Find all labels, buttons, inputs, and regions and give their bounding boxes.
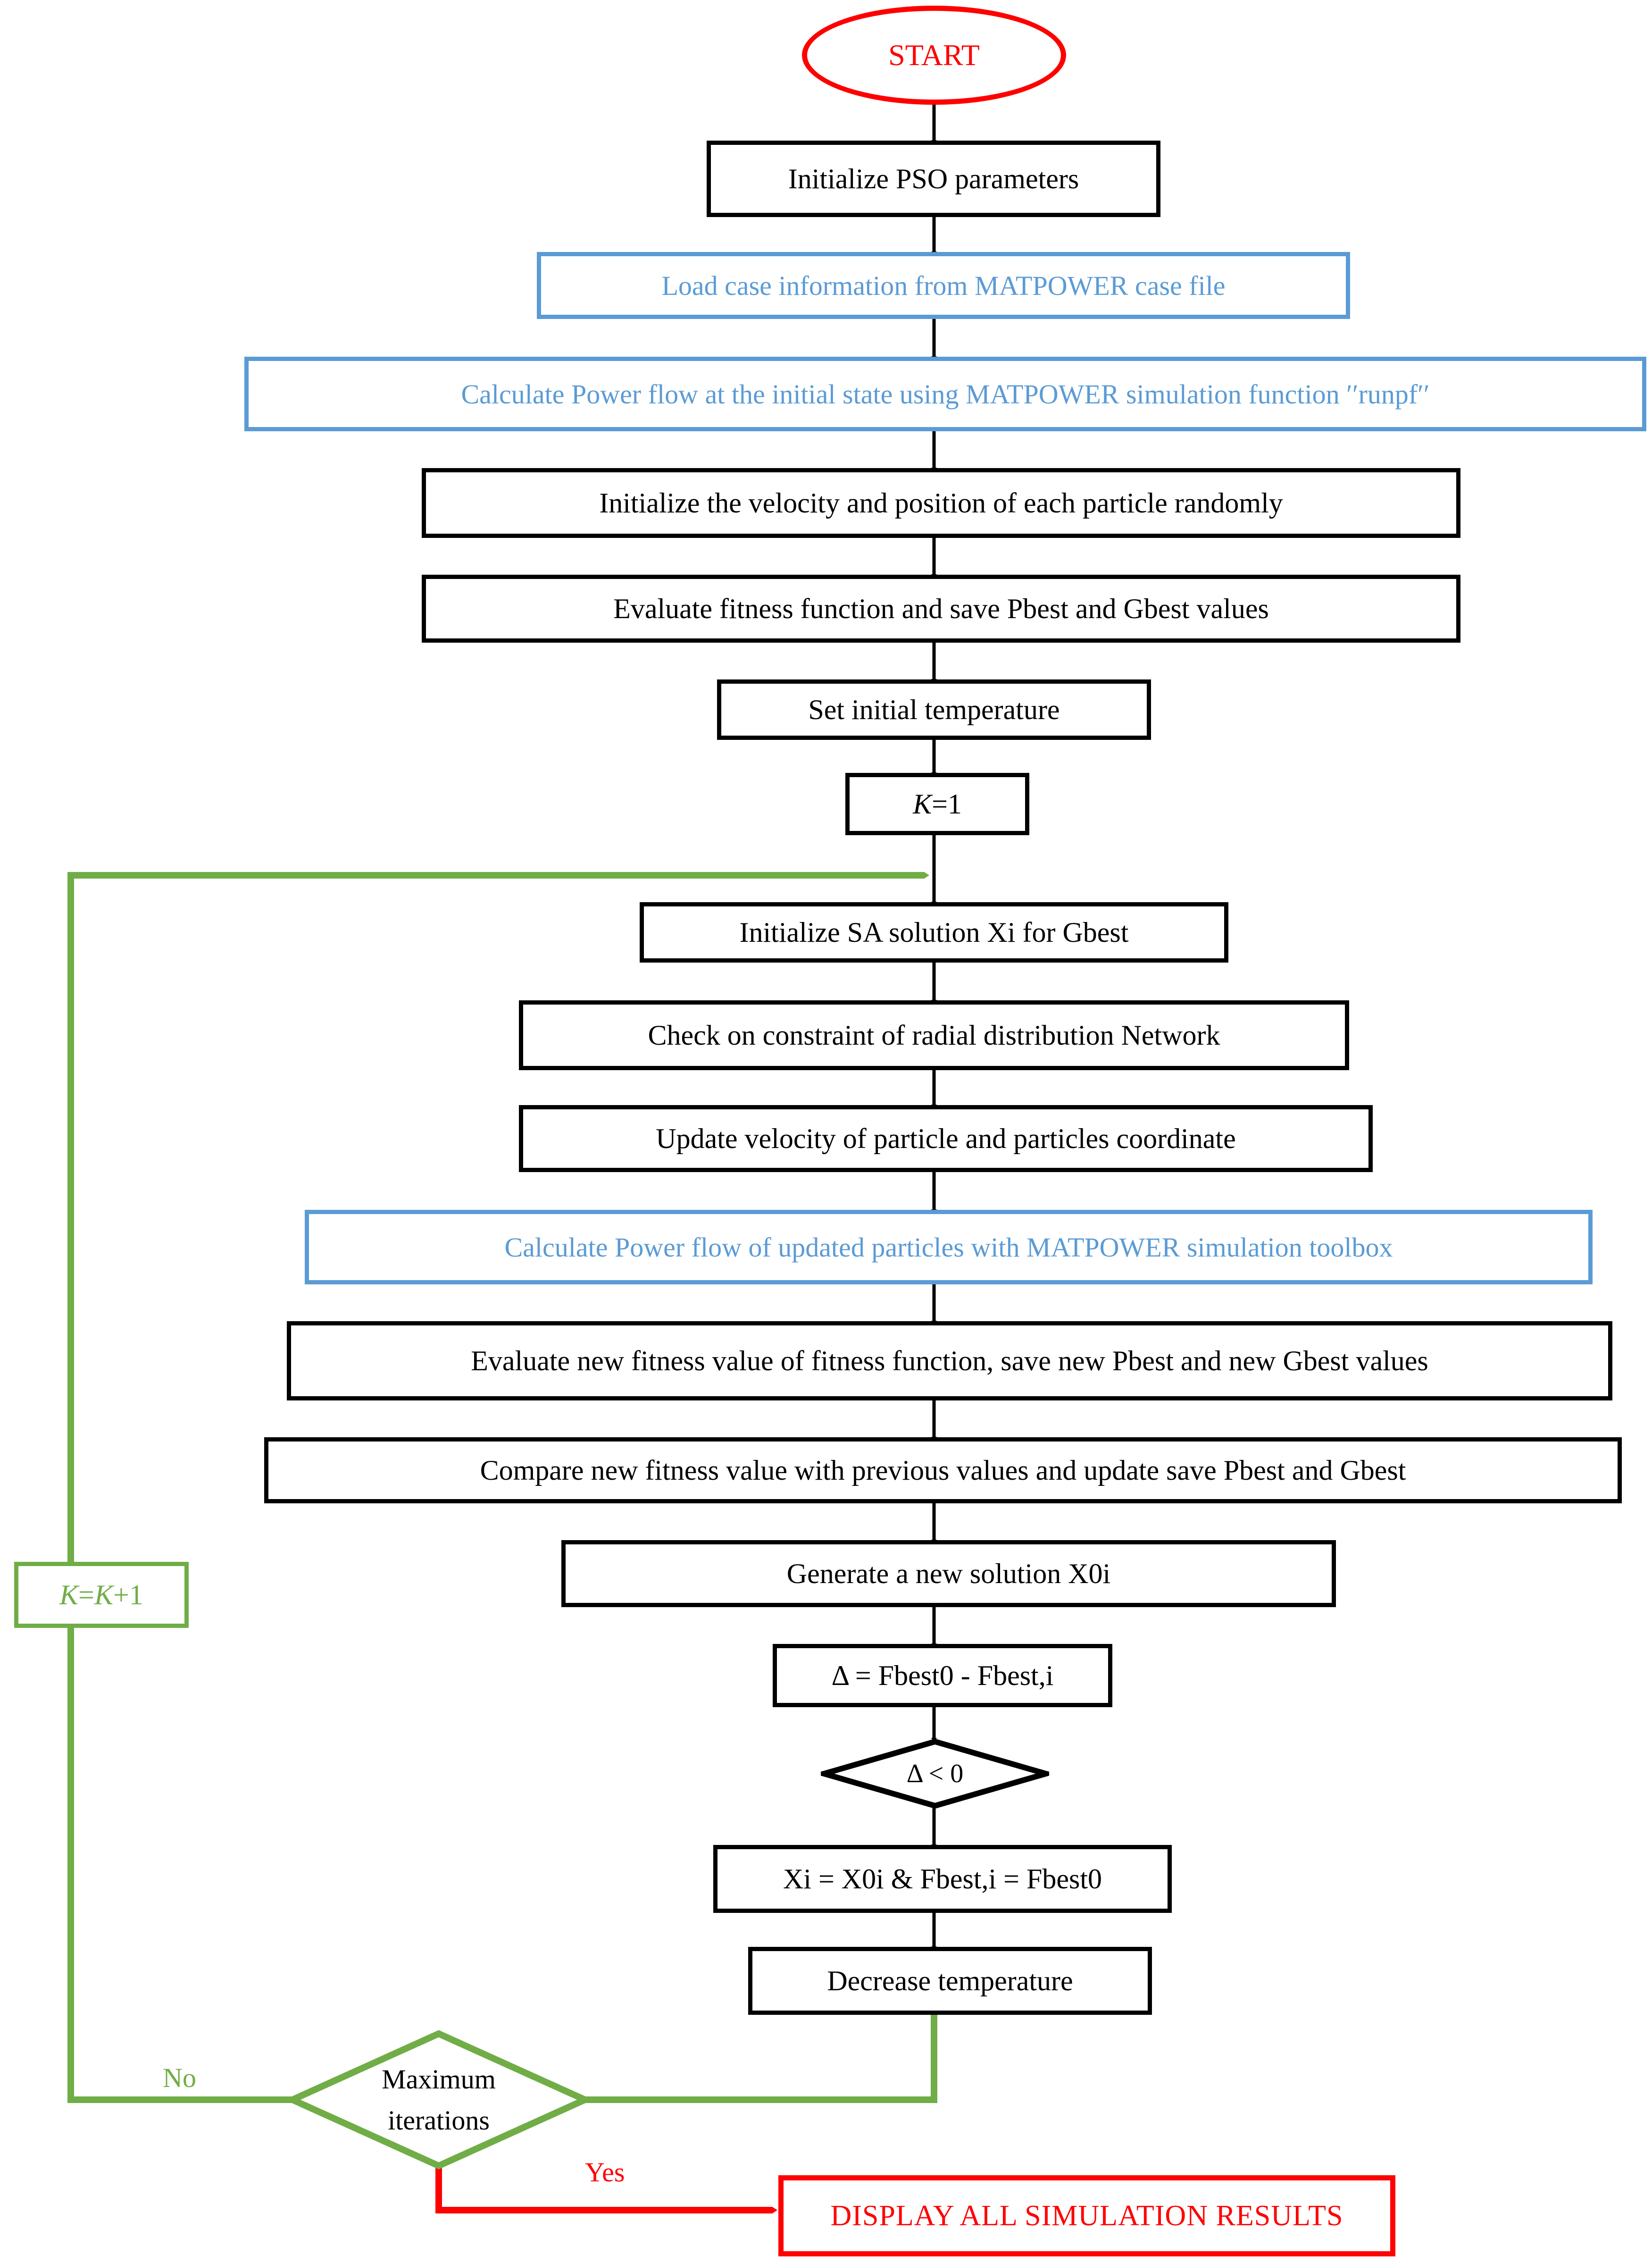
k-increment-eq: = xyxy=(78,1579,94,1610)
k-increment-plus1: +1 xyxy=(113,1579,143,1610)
node-initialize-pso-parameters[interactable]: Initialize PSO parameters xyxy=(707,141,1160,217)
node-max-iterations-shape[interactable] xyxy=(288,2029,590,2171)
k-increment-k1: K xyxy=(59,1579,79,1610)
node-evaluate-fitness-function[interactable]: Evaluate fitness function and save Pbest… xyxy=(422,575,1460,643)
node-k-equals-1[interactable]: K=1 xyxy=(845,773,1029,835)
node-update-velocity[interactable]: Update velocity of particle and particle… xyxy=(519,1105,1373,1172)
node-start[interactable]: START xyxy=(802,6,1066,105)
node-display-results[interactable]: DISPLAY ALL SIMULATION RESULTS xyxy=(778,2175,1395,2256)
node-delta-test-shape[interactable] xyxy=(821,1738,1049,1809)
node-delta-calculation[interactable]: Δ = Fbest0 - Fbest,i xyxy=(773,1644,1112,1707)
k-symbol: K xyxy=(913,788,932,820)
node-set-initial-temperature[interactable]: Set initial temperature xyxy=(717,679,1151,740)
edge-label-no: No xyxy=(163,2062,196,2093)
node-calculate-power-flow-updated[interactable]: Calculate Power flow of updated particle… xyxy=(305,1210,1593,1284)
node-max-iterations-label: Maximum iterations xyxy=(288,2029,590,2171)
max-iterations-line1: Maximum xyxy=(382,2064,496,2095)
node-calculate-power-flow-initial[interactable]: Calculate Power flow at the initial stat… xyxy=(244,357,1646,431)
node-decrease-temperature[interactable]: Decrease temperature xyxy=(748,1947,1152,2015)
node-initialize-velocity-position[interactable]: Initialize the velocity and position of … xyxy=(422,468,1460,538)
node-initialize-sa-solution[interactable]: Initialize SA solution Xi for Gbest xyxy=(640,902,1228,963)
node-compare-new-fitness[interactable]: Compare new fitness value with previous … xyxy=(264,1437,1622,1503)
node-k-increment[interactable]: K=K+1 xyxy=(14,1562,189,1628)
node-generate-new-solution[interactable]: Generate a new solution X0i xyxy=(561,1540,1336,1607)
node-delta-test-label: Δ < 0 xyxy=(906,1759,964,1788)
node-check-constraint[interactable]: Check on constraint of radial distributi… xyxy=(519,1000,1349,1070)
node-evaluate-new-fitness[interactable]: Evaluate new fitness value of fitness fu… xyxy=(287,1321,1612,1400)
max-iterations-line2: iterations xyxy=(388,2105,490,2136)
node-assign-solution[interactable]: Xi = X0i & Fbest,i = Fbest0 xyxy=(713,1845,1172,1913)
node-load-case-information[interactable]: Load case information from MATPOWER case… xyxy=(537,252,1350,319)
k-equals-value: =1 xyxy=(932,788,962,820)
edge-label-yes: Yes xyxy=(585,2157,625,2188)
k-increment-k2: K xyxy=(94,1579,114,1610)
